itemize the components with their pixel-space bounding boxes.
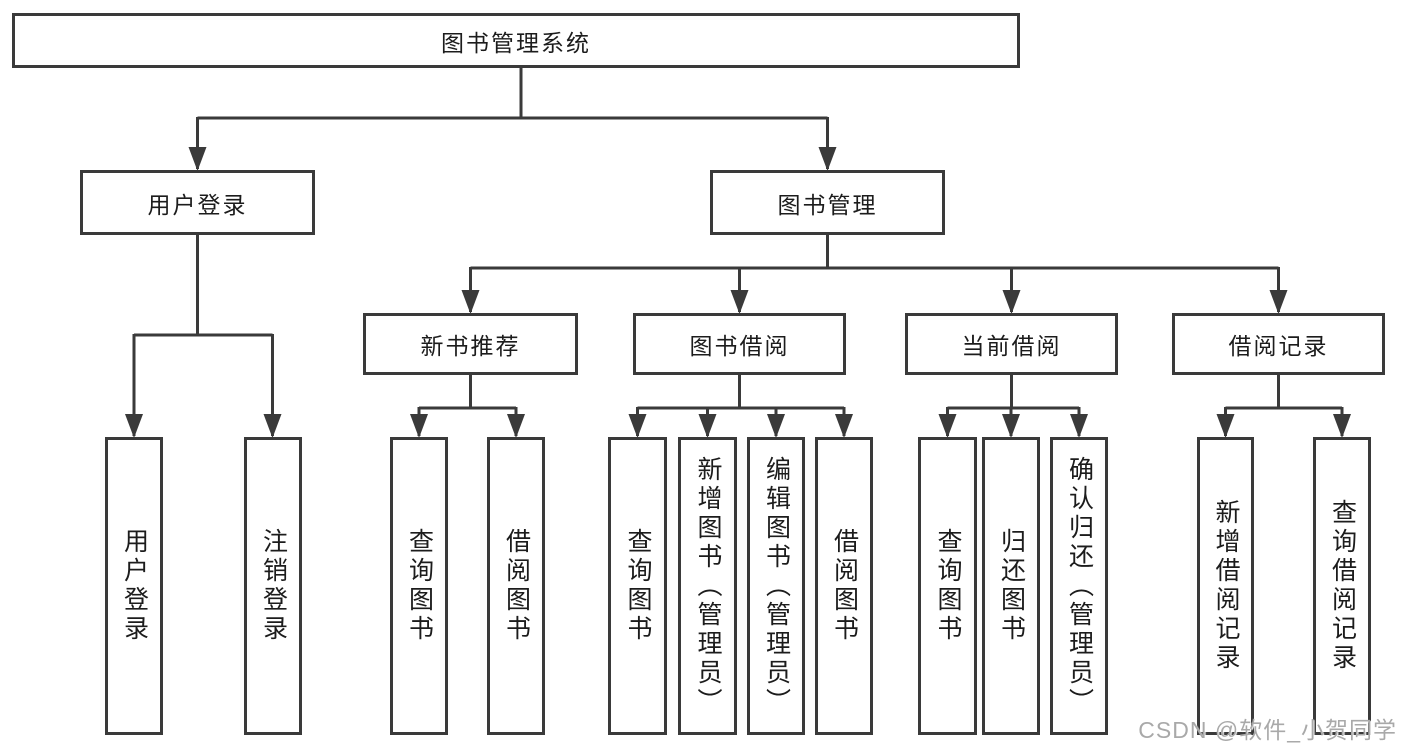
node-user-login-branch: 用户登录 (80, 170, 315, 235)
leaf-return-books: 归还图书 (982, 437, 1040, 735)
leaf-label: 查询图书 (624, 528, 652, 644)
leaf-borrow-books: 借阅图书 (815, 437, 873, 735)
leaf-label: 用户登录 (120, 528, 149, 644)
node-borrow-records: 借阅记录 (1172, 313, 1385, 375)
leaf-label: 查询借阅记录 (1328, 499, 1357, 673)
leaf-logout: 注销登录 (244, 437, 302, 735)
leaf-query-books-current: 查询图书 (918, 437, 977, 735)
node-book-management-branch: 图书管理 (710, 170, 945, 235)
leaf-add-borrow-record: 新增借阅记录 (1197, 437, 1254, 735)
leaf-label: 编辑图书（管理员） (762, 455, 791, 717)
node-label: 图书借阅 (689, 333, 790, 359)
leaf-borrow-books-recommend: 借阅图书 (487, 437, 545, 735)
leaf-confirm-return-admin: 确认归还（管理员） (1050, 437, 1108, 735)
leaf-label: 借阅图书 (502, 528, 531, 644)
leaf-user-login: 用户登录 (105, 437, 163, 735)
leaf-query-borrow-record: 查询借阅记录 (1313, 437, 1371, 735)
leaf-label: 借阅图书 (830, 528, 859, 644)
node-current-borrow: 当前借阅 (905, 313, 1118, 375)
node-root-system: 图书管理系统 (12, 13, 1020, 68)
leaf-label: 新增借阅记录 (1212, 499, 1240, 673)
node-label: 新书推荐 (420, 333, 521, 359)
leaf-label: 新增图书（管理员） (694, 455, 722, 717)
node-book-borrow: 图书借阅 (633, 313, 846, 375)
node-label: 当前借阅 (961, 333, 1062, 359)
leaf-query-books-recommend: 查询图书 (390, 437, 448, 735)
node-label: 用户登录 (147, 191, 248, 218)
node-root-label: 图书管理系统 (441, 29, 591, 56)
csdn-watermark: CSDN @软件_小贺同学 (1138, 717, 1397, 743)
node-label: 借阅记录 (1228, 333, 1329, 359)
leaf-add-books-admin: 新增图书（管理员） (678, 437, 737, 735)
leaf-query-books-borrow: 查询图书 (608, 437, 667, 735)
leaf-label: 确认归还（管理员） (1065, 455, 1094, 717)
leaf-label: 注销登录 (259, 528, 288, 644)
leaf-edit-books-admin: 编辑图书（管理员） (747, 437, 805, 735)
node-label: 图书管理 (777, 191, 878, 218)
node-new-book-recommend: 新书推荐 (363, 313, 578, 375)
leaf-label: 查询图书 (934, 528, 962, 644)
leaf-label: 归还图书 (997, 528, 1026, 644)
leaf-label: 查询图书 (405, 528, 434, 644)
